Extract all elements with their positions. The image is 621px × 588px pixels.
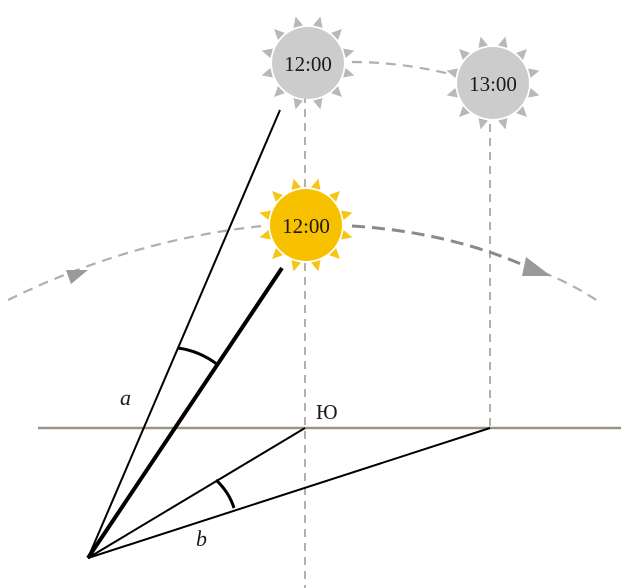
sun-ray: [329, 191, 340, 202]
sun-ray: [343, 48, 355, 59]
sun-noon-high: 12:00: [261, 16, 355, 110]
sun-ray: [272, 191, 283, 202]
angle-b-label: b: [196, 526, 207, 551]
sun-ray: [312, 98, 323, 110]
sun-ray: [293, 98, 304, 110]
line-to-13-projection: [87, 427, 491, 559]
path-arrow-right-icon: [522, 257, 551, 276]
sun-ray: [343, 67, 355, 78]
lower-sun-path-right: [541, 270, 603, 305]
sun-disk: [272, 27, 344, 99]
sun-ray: [478, 118, 489, 130]
sun-ray: [528, 87, 540, 98]
sun-rays-icon: [259, 178, 353, 272]
sun-ray: [497, 118, 508, 130]
sun-ray: [293, 16, 304, 28]
sun-ray: [310, 260, 321, 272]
line-to-south: [87, 427, 306, 559]
sun-noon-high-time: 12:00: [284, 52, 332, 76]
south-label: Ю: [316, 400, 338, 424]
sun-disk: [270, 189, 342, 261]
sun-ray: [331, 29, 342, 40]
sun-rays-icon: [446, 36, 540, 130]
sun-ray: [459, 106, 470, 117]
sun-ray: [329, 248, 340, 259]
sun-ray: [291, 260, 302, 272]
sun-ray: [459, 49, 470, 60]
sun-13-high: 13:00: [446, 36, 540, 130]
sun-noon-current-time: 12:00: [282, 214, 330, 238]
sun-noon-current: 12:00: [259, 178, 353, 272]
sun-ray: [331, 86, 342, 97]
angle-arc-a: [177, 346, 219, 367]
sun-ray: [259, 229, 271, 240]
sun-ray: [261, 48, 273, 59]
sun-ray: [291, 178, 302, 190]
sun-ray: [310, 178, 321, 190]
line-to-high-sun: [87, 109, 281, 559]
angle-arc-b: [214, 478, 236, 509]
sun-ray: [497, 36, 508, 48]
sun-ray: [274, 29, 285, 40]
sun-ray: [259, 210, 271, 221]
lower-sun-path-right-dark: [351, 224, 531, 270]
sun-ray: [274, 86, 285, 97]
line-to-current-sun: [86, 266, 284, 560]
sun-ray: [528, 68, 540, 79]
angle-a-label: a: [120, 385, 131, 410]
sun-ray: [272, 248, 283, 259]
upper-sun-path: [351, 60, 451, 76]
lower-sun-path-left: [7, 224, 263, 301]
path-arrow-left-icon: [66, 270, 88, 284]
sun-rays-icon: [261, 16, 355, 110]
sun-13-time: 13:00: [469, 72, 517, 96]
sun-ray: [341, 229, 353, 240]
sun-ray: [516, 49, 527, 60]
sun-ray: [446, 87, 458, 98]
sun-ray: [516, 106, 527, 117]
sun-ray: [446, 68, 458, 79]
sun-disk: [457, 47, 529, 119]
sun-ray: [312, 16, 323, 28]
sun-ray: [478, 36, 489, 48]
sun-ray: [261, 67, 273, 78]
sun-ray: [341, 210, 353, 221]
